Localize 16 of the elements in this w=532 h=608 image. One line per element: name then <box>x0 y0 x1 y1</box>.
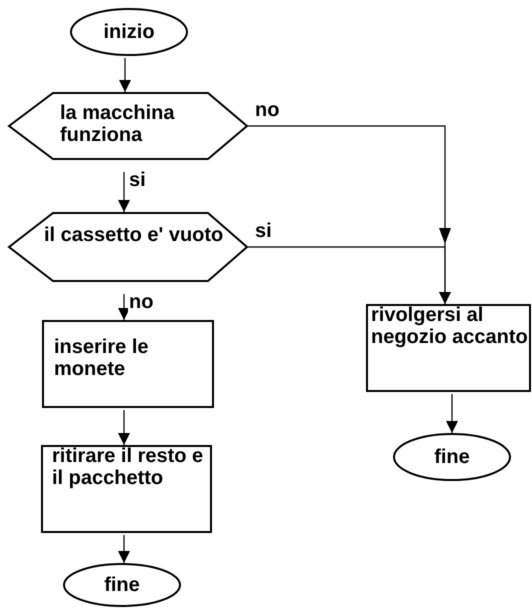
decision-hexagon <box>8 212 248 282</box>
node-text: fine <box>434 446 470 468</box>
node-text: rivolgersi al negozio accanto <box>371 304 529 348</box>
node-text: ritirare il resto e il pacchetto <box>52 445 204 489</box>
decision-hexagon <box>8 92 248 160</box>
node-text: la macchina funziona <box>60 102 176 146</box>
node-text: fine <box>104 574 140 596</box>
terminal-ellipse <box>393 433 511 481</box>
process-box <box>366 304 531 392</box>
process-box <box>41 445 212 533</box>
terminal-ellipse <box>70 8 188 56</box>
node-text: il cassetto e' vuoto <box>44 224 224 246</box>
node-text: inizio <box>103 21 155 43</box>
terminal-ellipse <box>63 563 181 607</box>
node-text: inserire le monete <box>54 336 150 380</box>
process-box <box>42 320 214 408</box>
